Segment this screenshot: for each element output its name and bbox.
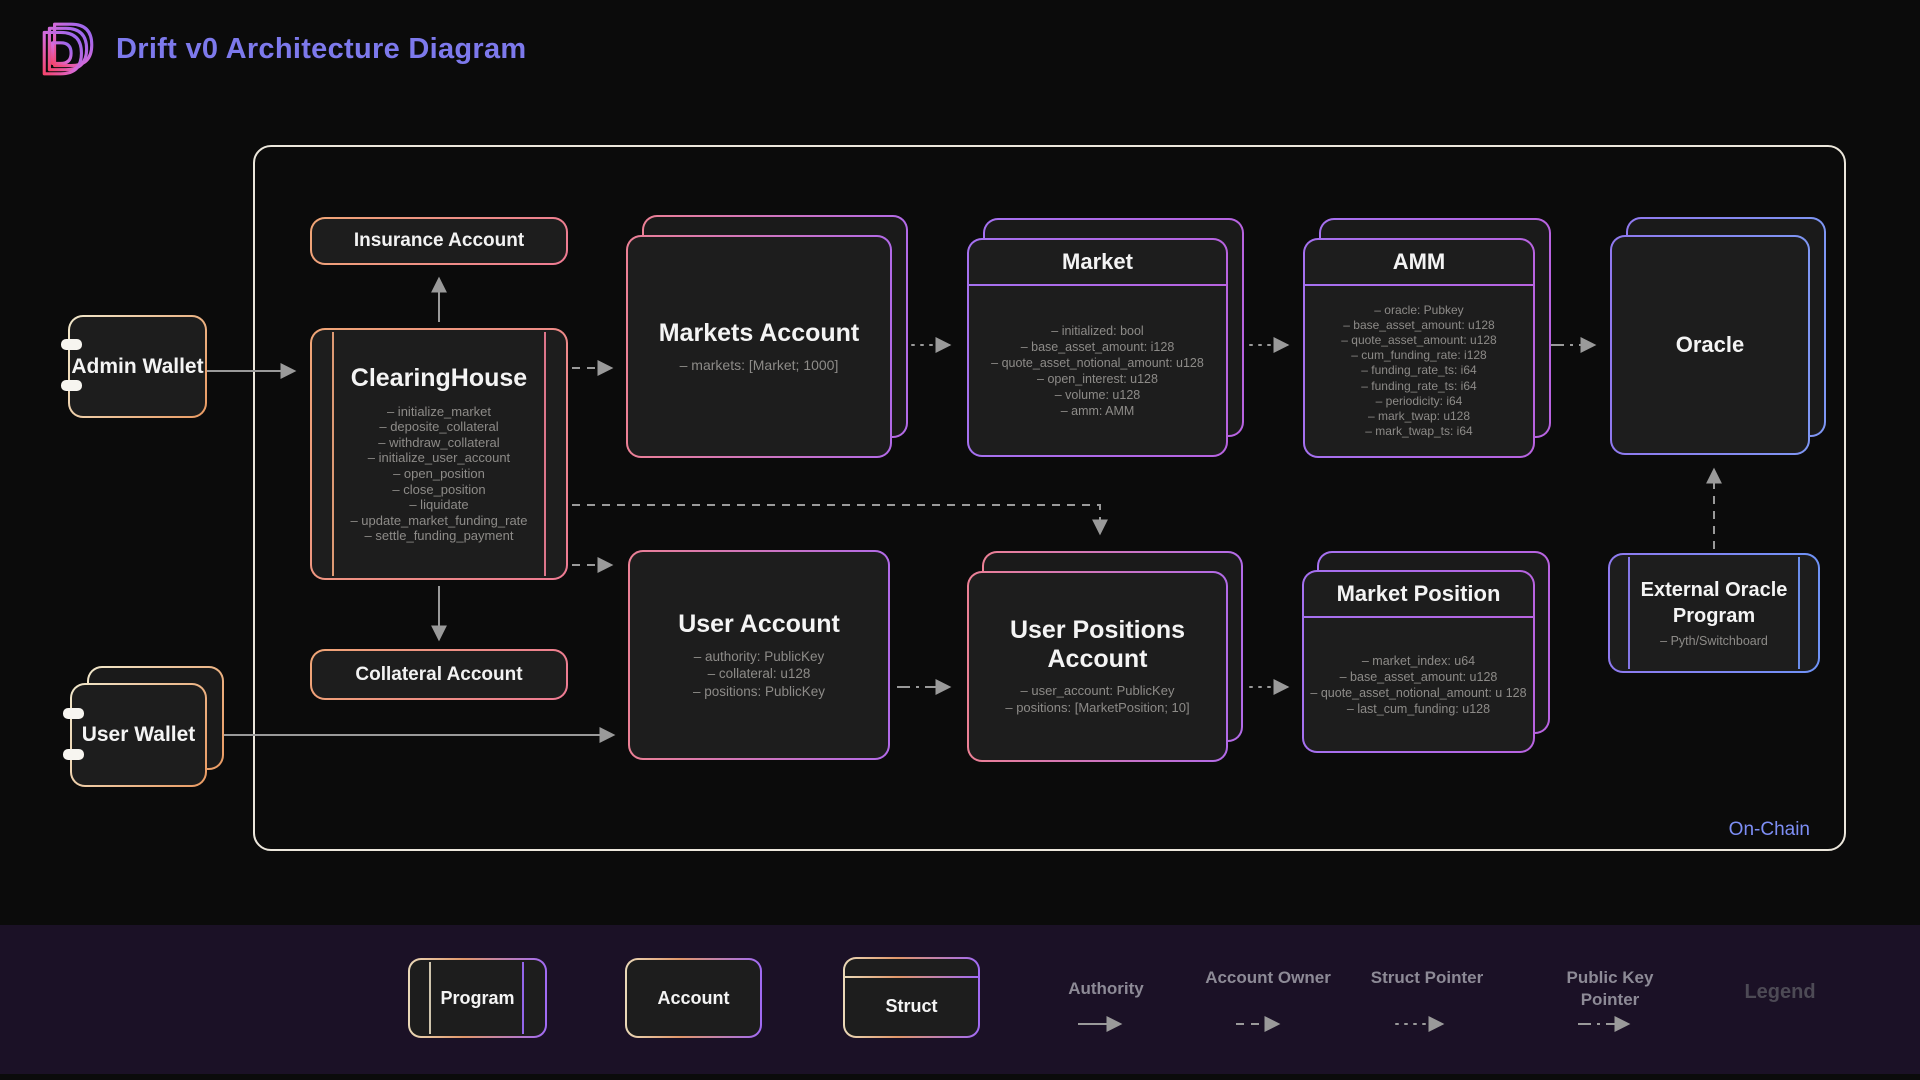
node-markets-account: Markets Account – markets: [Market; 1000… — [626, 235, 892, 458]
node-title: Oracle — [1675, 332, 1745, 358]
node-clearing-house: ClearingHouse – initialize_market– depos… — [310, 328, 568, 580]
field-line: – volume: u128 — [1054, 387, 1141, 402]
node-market: Market – initialized: bool– base_asset_a… — [967, 238, 1228, 457]
legend-program-box: Program — [408, 958, 547, 1038]
legend-struct-pointer-label: Struct Pointer — [1370, 968, 1484, 987]
node-title: AMM — [1392, 249, 1446, 275]
field-line: – positions: PublicKey — [692, 683, 826, 699]
field-line: – base_asset_amount: i128 — [1020, 339, 1175, 354]
field-list: – market_index: u64– base_asset_amount: … — [1304, 653, 1533, 717]
node-admin-wallet: Admin Wallet — [61, 315, 207, 418]
field-line: – markets: [Market; 1000] — [679, 357, 839, 374]
field-line: – user_account: PublicKey — [1020, 682, 1175, 698]
struct-divider — [845, 976, 978, 978]
onchain-boundary: On-Chain — [253, 145, 1846, 851]
field-line: – liquidate — [409, 497, 469, 513]
field-list: – authority: PublicKey – collateral: u128… — [693, 648, 825, 701]
node-title: Admin Wallet — [71, 354, 204, 378]
node-title: User Account — [678, 609, 840, 638]
legend-public-key-pointer-label: Public Key Pointer — [1566, 968, 1654, 1010]
field-line: – amm: AMM — [1060, 403, 1135, 418]
field-line: – oracle: Pubkey — [1374, 303, 1464, 317]
node-title: Collateral Account — [355, 663, 523, 685]
field-line: – initialize_market — [386, 403, 492, 419]
field-line: – quote_asset_notional_amount: u128 — [991, 355, 1204, 370]
field-list: – oracle: Pubkey– base_asset_amount: u12… — [1305, 303, 1533, 439]
field-line: – quote_asset_amount: u128 — [1341, 333, 1497, 348]
node-user-wallet: User Wallet — [63, 683, 207, 787]
field-line: – collateral: u128 — [707, 666, 811, 682]
wallet-tab — [61, 380, 82, 391]
field-list: – markets: [Market; 1000] — [680, 356, 839, 374]
field-line: – initialize_user_account — [367, 450, 511, 466]
field-line: – positions: [MarketPosition; 10] — [1005, 699, 1190, 715]
wallet-tab — [61, 339, 82, 350]
field-line: – funding_rate_ts: i64 — [1361, 363, 1477, 378]
field-list: – initialized: bool– base_asset_amount: … — [969, 323, 1226, 419]
legend-program-label: Program — [440, 987, 515, 1008]
node-amm: AMM – oracle: Pubkey– base_asset_amount:… — [1303, 238, 1535, 458]
program-rail — [332, 332, 334, 576]
node-user-positions-account: User Positions Account – user_account: P… — [967, 571, 1228, 762]
field-line: – deposite_collateral — [379, 419, 499, 435]
field-line: – base_asset_amount: u128 — [1339, 669, 1498, 684]
node-title: Markets Account — [658, 318, 860, 347]
program-rail — [429, 962, 431, 1034]
field-line: – funding_rate_ts: i64 — [1361, 378, 1477, 393]
node-user-account: User Account – authority: PublicKey – col… — [628, 550, 890, 760]
node-external-oracle-program: External Oracle Program – Pyth/Switchboa… — [1608, 553, 1820, 673]
node-insurance-account: Insurance Account — [310, 217, 568, 265]
field-list: – user_account: PublicKey– positions: [M… — [1005, 683, 1189, 717]
legend-struct-label: Struct — [885, 996, 938, 1017]
node-title: Market Position — [1336, 581, 1501, 607]
field-line: – close_position — [392, 481, 486, 497]
struct-divider — [969, 284, 1226, 286]
node-collateral-account: Collateral Account — [310, 649, 568, 700]
node-title: ClearingHouse — [350, 363, 528, 392]
legend-title: Legend — [1744, 981, 1816, 1003]
node-title: User Positions Account — [1009, 616, 1186, 674]
program-rail — [544, 332, 546, 576]
page-title: Drift v0 Architecture Diagram — [116, 32, 527, 65]
node-title: Market — [1062, 249, 1133, 275]
field-line: – Pyth/Switchboard — [1660, 633, 1768, 648]
node-title: Insurance Account — [353, 230, 525, 251]
node-market-position: Market Position – market_index: u64– bas… — [1302, 570, 1535, 753]
legend-account-box: Account — [625, 958, 762, 1038]
field-line: – settle_funding_payment — [364, 528, 514, 544]
legend-account-owner-label: Account Owner — [1205, 968, 1331, 987]
field-line: – last_cum_funding: u128 — [1346, 701, 1491, 716]
field-line: – update_market_funding_rate — [350, 512, 528, 528]
program-rail — [1798, 557, 1800, 669]
wallet-tab — [63, 708, 84, 719]
onchain-label: On-Chain — [1728, 819, 1810, 840]
legend-authority-label: Authority — [1068, 979, 1144, 998]
method-list: – initialize_market– deposite_collateral… — [350, 404, 527, 544]
field-line: – authority: PublicKey — [693, 648, 825, 664]
struct-divider — [1305, 284, 1533, 286]
node-title: User Wallet — [81, 723, 196, 747]
field-line: – open_interest: u128 — [1037, 371, 1158, 386]
field-line: – withdraw_collateral — [378, 434, 500, 450]
drift-logo-icon — [42, 22, 94, 76]
field-line: – mark_twap_ts: i64 — [1365, 423, 1473, 438]
field-line: – open_position — [393, 466, 485, 482]
program-rail — [522, 962, 524, 1034]
wallet-tab — [63, 749, 84, 760]
field-line: – base_asset_amount: u128 — [1343, 318, 1495, 333]
field-line: – cum_funding_rate: i128 — [1351, 348, 1487, 363]
program-rail — [1628, 557, 1630, 669]
field-line: – initialized: bool — [1051, 323, 1144, 338]
field-line: – mark_twap: u128 — [1367, 408, 1471, 423]
field-line: – quote_asset_notional_amount: u 128 — [1310, 685, 1527, 700]
legend-account-label: Account — [657, 987, 730, 1008]
header: Drift v0 Architecture Diagram — [40, 18, 527, 80]
node-oracle: Oracle — [1610, 235, 1810, 455]
field-list: – Pyth/Switchboard — [1660, 633, 1768, 649]
node-title: External Oracle Program — [1640, 578, 1788, 627]
legend-struct-box: Struct — [843, 957, 980, 1038]
struct-divider — [1304, 616, 1533, 618]
field-line: – market_index: u64 — [1361, 653, 1476, 668]
field-line: – periodicity: i64 — [1375, 393, 1463, 408]
